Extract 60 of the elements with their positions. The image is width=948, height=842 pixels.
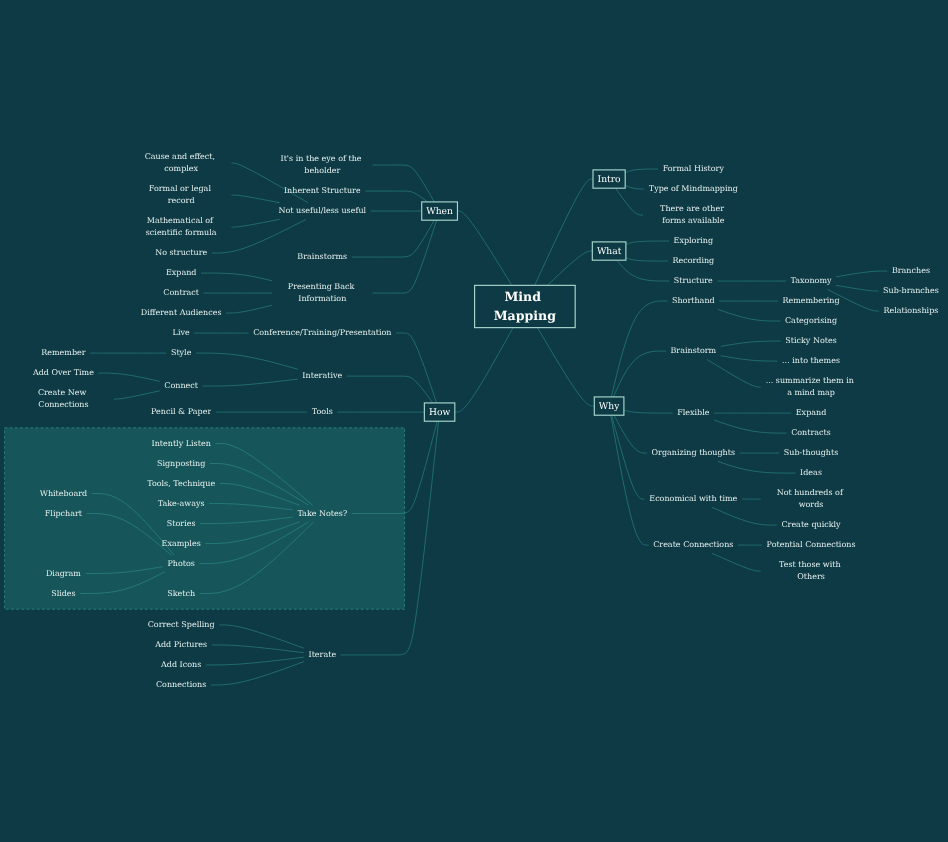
connector (219, 483, 300, 506)
connector (231, 162, 309, 204)
connector (625, 240, 670, 245)
connector (711, 553, 762, 572)
connector (713, 419, 787, 434)
connector (205, 656, 305, 666)
connector (615, 187, 644, 216)
connector (717, 461, 796, 474)
connector (372, 164, 435, 203)
connector (113, 390, 161, 400)
connector (225, 305, 273, 314)
connector (195, 352, 299, 370)
connector (547, 250, 593, 286)
connector (199, 521, 309, 564)
connector (215, 443, 313, 506)
connector (351, 219, 435, 258)
connector (211, 644, 305, 653)
connector (205, 521, 300, 544)
connector (364, 190, 428, 203)
connector (835, 285, 879, 292)
connector (218, 624, 305, 649)
connector (717, 309, 781, 322)
connector (720, 355, 778, 362)
connector (537, 327, 595, 407)
connector (98, 372, 161, 382)
connector (613, 350, 667, 398)
connector (613, 414, 648, 454)
connector (610, 414, 649, 546)
connector (457, 210, 513, 286)
connector (199, 521, 315, 594)
connector (835, 270, 888, 278)
connector (625, 257, 669, 262)
connector (346, 375, 434, 404)
connector (711, 507, 778, 526)
connector (827, 289, 880, 312)
connector (91, 493, 175, 556)
connector (231, 219, 280, 228)
connector (616, 259, 670, 282)
connector (211, 219, 307, 254)
connector (80, 571, 166, 594)
connector (209, 463, 309, 506)
connector (372, 219, 437, 294)
connector (623, 409, 673, 414)
connector (624, 168, 659, 173)
cluster (4, 427, 405, 610)
connector (202, 378, 299, 387)
connector (210, 661, 305, 686)
connector (706, 359, 762, 388)
connector (454, 327, 514, 413)
connector (720, 340, 781, 347)
connector (86, 513, 172, 556)
connector (231, 194, 280, 204)
connector (611, 414, 645, 500)
connector (611, 300, 668, 398)
connector (534, 178, 594, 286)
connector (395, 332, 437, 404)
connector (351, 420, 438, 514)
connector (200, 272, 273, 282)
connector (624, 185, 645, 190)
connector (340, 420, 439, 656)
